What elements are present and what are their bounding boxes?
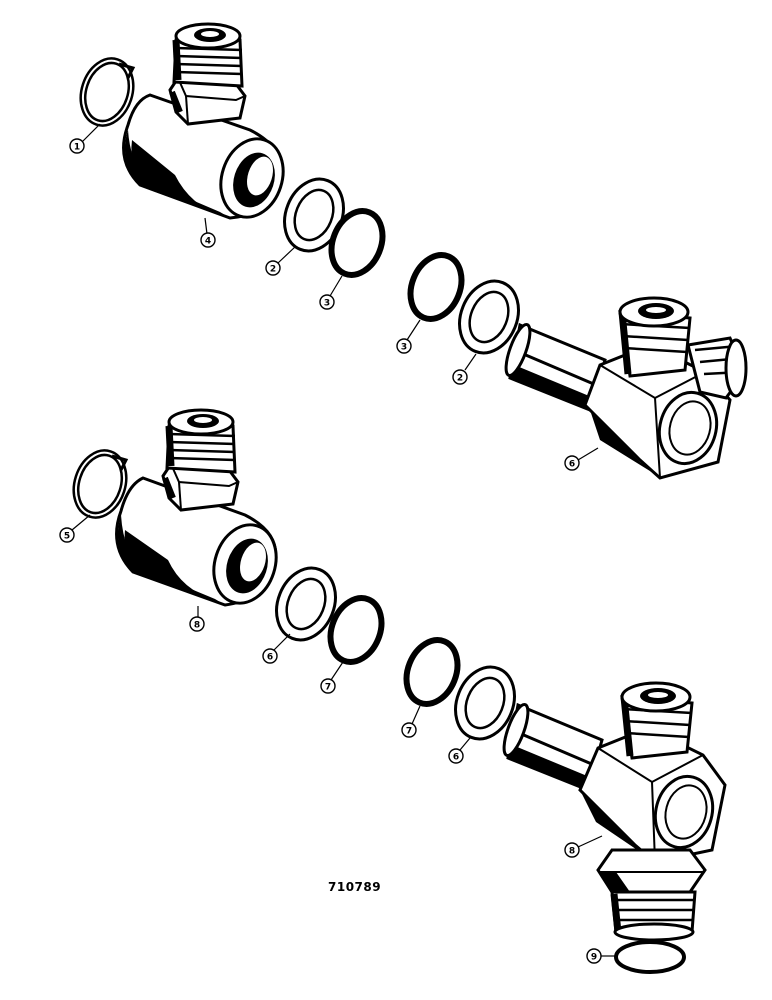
callout-6-top-tee-label: 6 <box>569 460 575 470</box>
callout-1: 1 <box>69 123 101 154</box>
snap-ring-part-1 <box>79 57 136 127</box>
callout-6-left-washer-label: 6 <box>267 653 273 663</box>
callout-8-bottom-tee-label: 8 <box>569 847 575 857</box>
callout-2-left: 2 <box>265 245 297 276</box>
callout-5-label: 5 <box>64 532 70 542</box>
tee-fitting-part-6 <box>504 296 748 480</box>
callout-4: 4 <box>200 217 216 248</box>
callout-1-label: 1 <box>74 143 80 153</box>
callout-8-bottom-tee: 8 <box>564 835 603 858</box>
callout-9-label: 9 <box>591 953 597 963</box>
o-ring-part-7-right <box>403 637 461 707</box>
o-ring-part-3-right <box>407 252 465 322</box>
callout-2-left-label: 2 <box>270 265 276 275</box>
elbow-fitting-part-8 <box>115 408 278 607</box>
callout-7-left: 7 <box>320 661 344 694</box>
callout-6-left-washer: 6 <box>262 633 291 664</box>
callout-4-label: 4 <box>205 237 211 247</box>
callout-7-right-label: 7 <box>406 727 412 737</box>
snap-ring-part-5 <box>72 449 129 519</box>
callout-7-left-label: 7 <box>325 683 331 693</box>
o-ring-part-3-left <box>328 208 386 278</box>
washer-part-2-left <box>283 177 345 253</box>
callout-6-top-tee: 6 <box>564 447 599 471</box>
callout-5: 5 <box>59 514 91 543</box>
washer-part-2-right <box>458 279 520 355</box>
o-ring-part-7-left <box>327 595 385 665</box>
figure-reference-number: 710789 <box>328 880 381 894</box>
callout-2-right: 2 <box>452 353 477 385</box>
washer-part-6-left <box>275 566 337 642</box>
callout-2-right-label: 2 <box>457 374 463 384</box>
callout-3-left: 3 <box>319 275 343 310</box>
washer-part-6-right <box>454 665 516 741</box>
callout-6-right-washer-label: 6 <box>453 753 459 763</box>
tee-fitting-part-8 <box>502 681 727 942</box>
callout-8-left-elbow-label: 8 <box>194 621 200 631</box>
elbow-fitting-part-4 <box>122 22 285 220</box>
callout-3-left-label: 3 <box>324 299 330 309</box>
callout-8-left-elbow: 8 <box>189 606 205 632</box>
callout-7-right: 7 <box>401 705 421 738</box>
callout-3-right: 3 <box>396 319 421 354</box>
callout-9: 9 <box>586 948 616 964</box>
callout-6-right-washer: 6 <box>448 737 471 764</box>
callout-layer: 1 4 2 3 3 2 <box>59 123 616 964</box>
callout-3-right-label: 3 <box>401 343 407 353</box>
o-ring-part-9 <box>614 940 686 974</box>
